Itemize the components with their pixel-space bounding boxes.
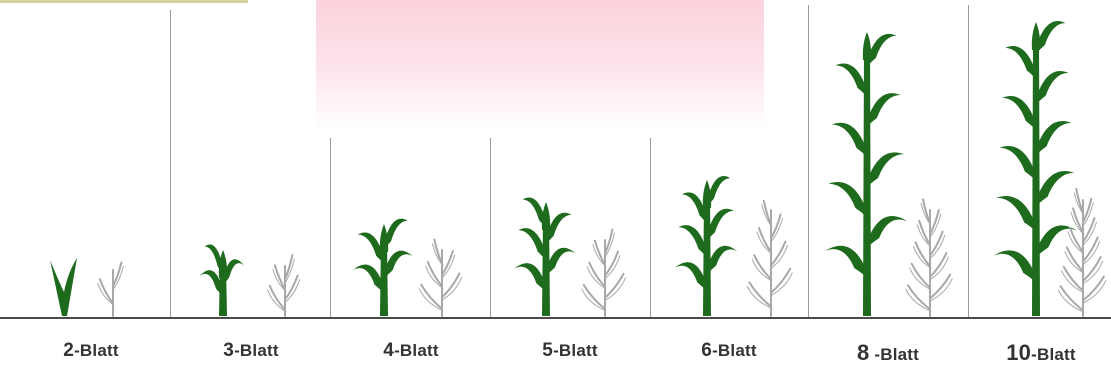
leaf xyxy=(923,199,930,223)
stage-number: 6 xyxy=(701,340,712,361)
leaf xyxy=(867,216,907,247)
leaf xyxy=(764,201,771,225)
leaf xyxy=(1005,46,1036,79)
stage-suffix: -Blatt xyxy=(712,341,757,360)
stage-suffix: -Blatt xyxy=(869,345,919,364)
leaf-tip xyxy=(1032,22,1040,50)
leaf xyxy=(867,34,897,66)
stage-label-2-blatt: 2-Blatt xyxy=(11,340,171,362)
leaf xyxy=(443,255,455,277)
leaf xyxy=(353,265,384,294)
stage-suffix: -Blatt xyxy=(1031,345,1076,364)
leaf xyxy=(1036,21,1065,53)
stage-number: 5 xyxy=(542,340,553,361)
leaf xyxy=(772,218,783,240)
outline-maize-plant xyxy=(419,240,461,316)
leaf-tip xyxy=(380,224,388,252)
leaf xyxy=(546,248,576,276)
stage-suffix: -Blatt xyxy=(74,341,119,360)
stage-suffix: -Blatt xyxy=(234,341,279,360)
green-maize-plant xyxy=(50,258,77,316)
leaf xyxy=(931,279,952,301)
leaf xyxy=(1084,261,1103,283)
leaf xyxy=(286,280,300,302)
green-maize-plant xyxy=(514,197,576,316)
outline-maize-plant xyxy=(747,201,792,316)
leaf xyxy=(825,246,867,278)
outline-maize-plant xyxy=(98,262,124,316)
stage-label-5-blatt: 5-Blatt xyxy=(490,340,650,362)
leaf xyxy=(514,263,546,292)
green-maize-plant xyxy=(993,21,1077,316)
leaf xyxy=(434,240,442,264)
leaf xyxy=(772,273,792,295)
outline-maize-plant xyxy=(268,255,300,316)
leaf xyxy=(1084,222,1096,244)
leaf xyxy=(1002,96,1036,130)
outline-maize-plant xyxy=(1059,189,1106,316)
stage-number: 4 xyxy=(383,340,394,361)
stage-label-3-blatt: 3-Blatt xyxy=(171,340,331,362)
leaf-tip xyxy=(863,32,871,60)
stage-number: 3 xyxy=(223,340,234,361)
leaf xyxy=(443,277,461,299)
stage-label-10-blatt: 10-Blatt xyxy=(961,340,1111,366)
leaf xyxy=(1036,71,1068,104)
leaf xyxy=(931,257,948,279)
leaf xyxy=(707,209,734,240)
leaf xyxy=(867,152,904,187)
stage-label-8-blatt: 8 -Blatt xyxy=(808,340,968,366)
stage-suffix: -Blatt xyxy=(553,341,598,360)
green-maize-plant xyxy=(675,176,738,316)
stage-suffix: -Blatt xyxy=(394,341,439,360)
leaf-tip xyxy=(703,180,711,208)
stage-number: 8 xyxy=(857,340,869,365)
leaf xyxy=(678,225,707,257)
leaf xyxy=(832,123,867,157)
leaf xyxy=(707,246,737,274)
stage-number: 2 xyxy=(63,340,74,361)
leaf xyxy=(999,146,1036,181)
leaf xyxy=(1084,281,1106,303)
leaf xyxy=(50,258,77,316)
green-maize-plant xyxy=(825,32,908,316)
leaf xyxy=(606,278,625,300)
stage-number: 10 xyxy=(1006,340,1031,365)
green-maize-plant xyxy=(200,244,244,316)
leaf xyxy=(1036,171,1074,206)
stage-label-6-blatt: 6-Blatt xyxy=(649,340,809,362)
leaf xyxy=(275,265,285,289)
leaf-tip xyxy=(219,250,227,278)
green-maize-plant xyxy=(353,219,413,316)
leaf xyxy=(675,262,707,291)
ground-line xyxy=(0,317,1111,319)
leaf-tip xyxy=(542,202,550,230)
leaf xyxy=(867,93,900,126)
leaf xyxy=(1036,121,1071,155)
leaf xyxy=(606,256,620,278)
outline-maize-plant xyxy=(582,230,626,316)
leaf xyxy=(996,196,1036,232)
leaf xyxy=(1076,189,1083,213)
leaf xyxy=(836,63,867,96)
leaf xyxy=(919,221,930,245)
leaf xyxy=(595,241,605,265)
leaf xyxy=(931,236,945,258)
leaf xyxy=(518,228,546,260)
leaf xyxy=(828,182,867,217)
leaf xyxy=(1084,242,1100,264)
stage-label-4-blatt: 4-Blatt xyxy=(331,340,491,362)
leaf xyxy=(772,246,787,268)
leaf xyxy=(993,250,1036,282)
leaf xyxy=(384,251,413,279)
outline-maize-plant xyxy=(906,199,952,316)
